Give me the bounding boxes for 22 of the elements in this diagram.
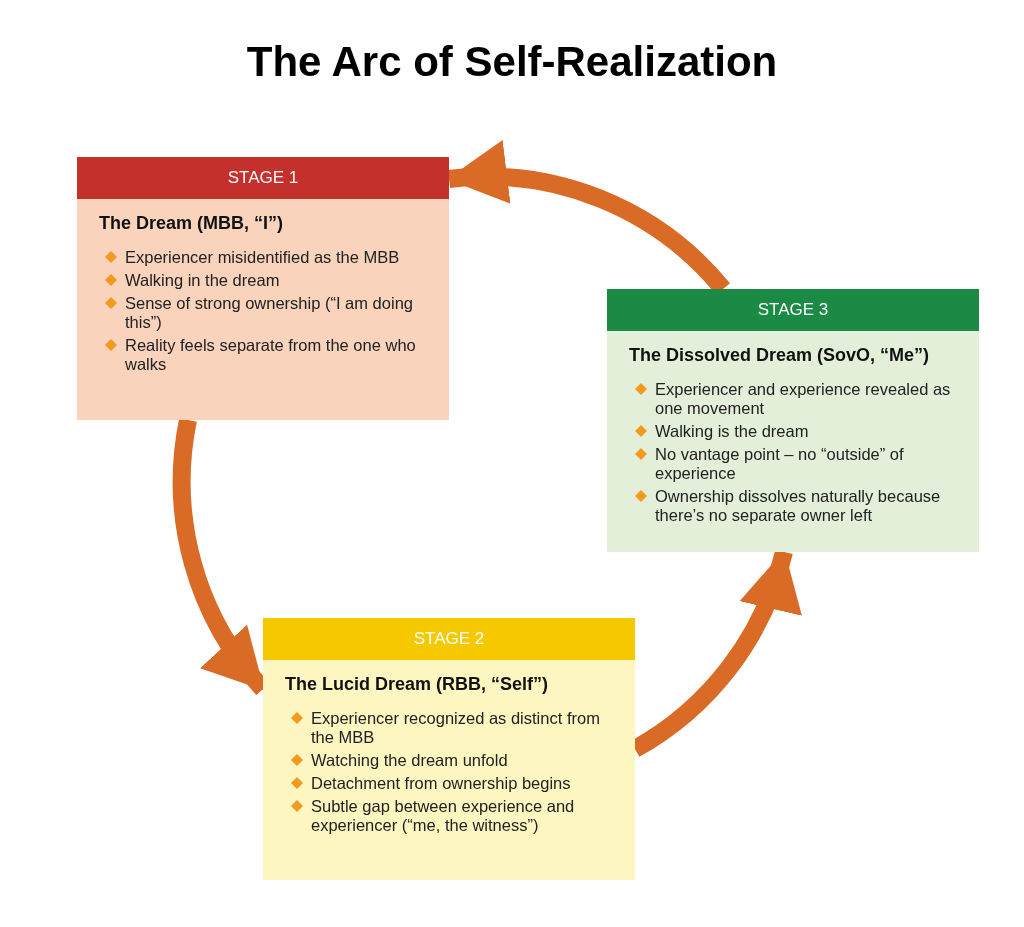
stage-heading: The Dissolved Dream (SovO, “Me”) (629, 345, 930, 366)
bullet-text: Watching the dream unfold (311, 751, 508, 770)
stage-heading: The Lucid Dream (RBB, “Self”) (285, 674, 549, 695)
stage-header: STAGE 1 (77, 157, 449, 199)
stage-header: STAGE 3 (607, 289, 979, 331)
stage-heading: The Dream (MBB, “I”) (99, 213, 284, 234)
bullet-text: No vantage point – no “outside” of experience (655, 445, 905, 483)
bullet-text: Ownership dissolves naturally because there’s no separate owner left (655, 487, 942, 525)
bullet-text: Detachment from ownership begins (311, 774, 571, 793)
bullet-text: Experiencer misidentified as the MBB (125, 248, 400, 267)
stage-header: STAGE 2 (263, 618, 635, 660)
diagram-title: The Arc of Self-Realization (246, 38, 778, 86)
stage-card (77, 157, 449, 420)
bullet-text: Sense of strong ownership (“I am doing this”) (125, 294, 414, 332)
bullet-text: Walking is the dream (655, 422, 809, 441)
bullet-text: Walking in the dream (125, 271, 280, 290)
bullet-text: Subtle gap between experience and experiencer (“me, the witness”) (311, 797, 576, 835)
bullet-text: Experiencer and experience revealed as one movement (655, 380, 952, 418)
stage-card (263, 618, 635, 880)
stage-card (607, 289, 979, 552)
bullet-text: Experiencer recognized as distinct from the MBB (311, 709, 601, 747)
bullet-text: Reality feels separate from the one who walks (125, 336, 417, 374)
